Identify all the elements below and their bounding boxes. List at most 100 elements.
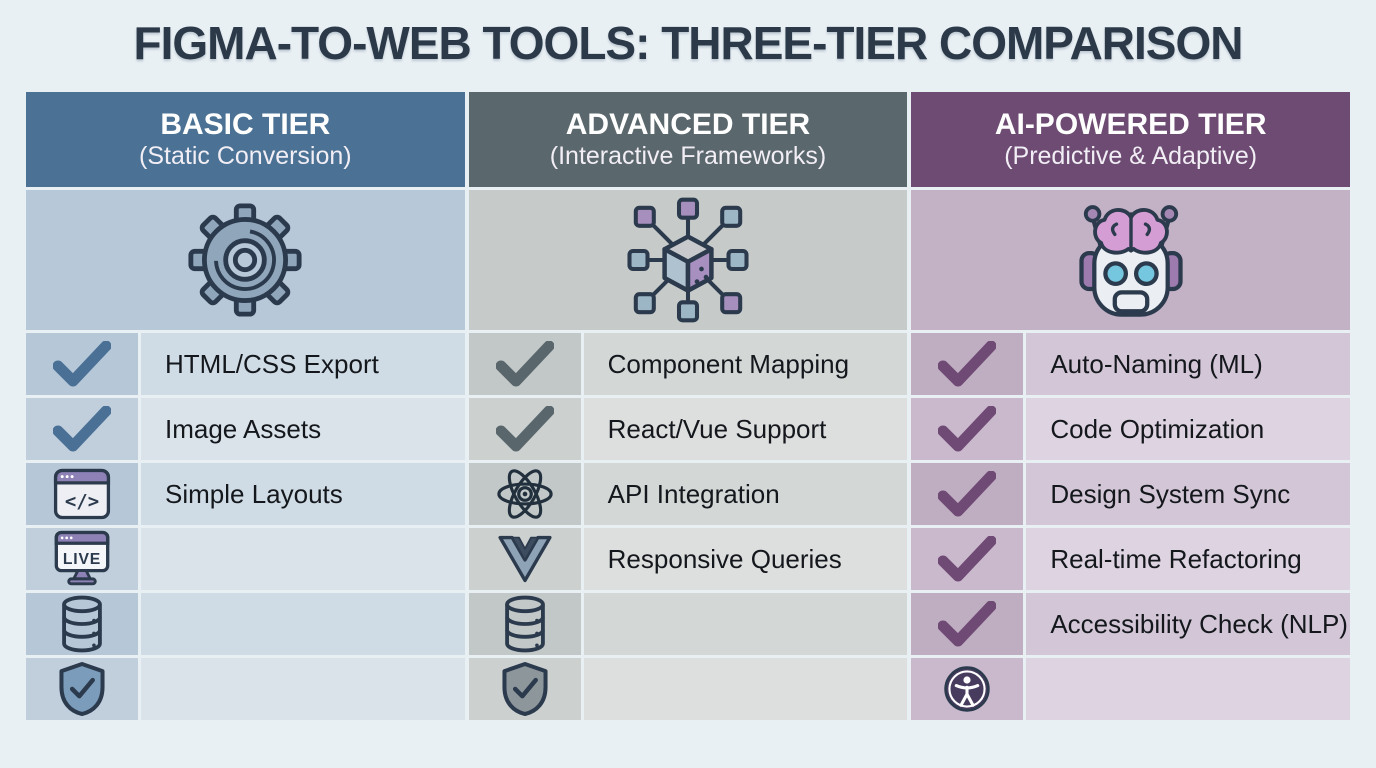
check-icon <box>938 406 997 452</box>
feature-icon-cell <box>26 333 138 395</box>
feature-icon-cell <box>26 593 138 655</box>
check-icon <box>938 471 997 517</box>
feature-icon-cell <box>911 398 1024 460</box>
feature-label-cell: Image Assets <box>141 398 465 460</box>
tier-icon-row-ai-powered <box>911 190 1350 330</box>
feature-row: React/Vue Support <box>468 398 908 460</box>
feature-row: Code Optimization <box>911 398 1350 460</box>
tier-header-ai-powered: AI-POWERED TIER(Predictive & Adaptive) <box>911 92 1350 187</box>
feature-row: HTML/CSS Export <box>26 333 465 395</box>
feature-row: Design System Sync <box>911 463 1350 525</box>
tier-subtitle: (Interactive Frameworks) <box>549 142 827 171</box>
robot-brain-icon <box>1067 199 1195 321</box>
react-icon <box>495 467 555 521</box>
tier-subtitle: (Predictive & Adaptive) <box>1004 142 1258 171</box>
feature-label-cell <box>141 658 465 720</box>
feature-label-cell <box>141 593 465 655</box>
feature-row: Component Mapping <box>468 333 908 395</box>
feature-label: React/Vue Support <box>607 413 827 444</box>
feature-label-cell: Auto-Naming (ML) <box>1026 333 1350 395</box>
feature-label-cell: React/Vue Support <box>583 398 908 460</box>
feature-row: Responsive Queries <box>468 528 908 590</box>
feature-label: Accessibility Check (NLP) <box>1050 608 1348 639</box>
tier-header-advanced: ADVANCED TIER(Interactive Frameworks) <box>468 92 908 187</box>
feature-icon-cell <box>468 333 581 395</box>
feature-label-cell: Component Mapping <box>583 333 908 395</box>
check-icon <box>53 406 111 452</box>
tier-icon-row-basic <box>26 190 465 330</box>
feature-label: Design System Sync <box>1050 478 1291 509</box>
feature-row <box>468 593 908 655</box>
feature-row: Image Assets <box>26 398 465 460</box>
check-icon <box>53 341 111 387</box>
feature-label: Responsive Queries <box>607 543 842 574</box>
feature-label: Image Assets <box>165 413 322 444</box>
feature-icon-cell <box>911 333 1024 395</box>
live-monitor-icon: LIVE <box>52 530 112 588</box>
feature-icon-cell <box>468 593 581 655</box>
feature-icon-cell <box>468 398 581 460</box>
check-icon <box>938 536 997 582</box>
tier-title: AI-POWERED TIER <box>994 107 1267 141</box>
tier-title: ADVANCED TIER <box>565 107 811 141</box>
vue-icon <box>497 535 553 583</box>
feature-label-cell <box>141 528 465 590</box>
feature-label: Auto-Naming (ML) <box>1050 348 1263 379</box>
feature-label: Simple Layouts <box>165 478 343 509</box>
shield-check-icon <box>57 661 107 717</box>
feature-label-cell: Simple Layouts <box>141 463 465 525</box>
feature-icon-cell <box>911 658 1024 720</box>
feature-icon-cell: LIVE <box>26 528 138 590</box>
feature-icon-cell <box>26 398 138 460</box>
feature-icon-cell <box>468 463 581 525</box>
feature-icon-cell <box>26 658 138 720</box>
feature-label-cell: Code Optimization <box>1026 398 1350 460</box>
tier-column-advanced: ADVANCED TIER(Interactive Frameworks) Co… <box>468 92 908 720</box>
feature-label: Code Optimization <box>1050 413 1265 444</box>
check-icon <box>495 406 554 452</box>
feature-label-cell: Accessibility Check (NLP) <box>1026 593 1350 655</box>
feature-row: Accessibility Check (NLP) <box>911 593 1350 655</box>
database-icon <box>499 595 551 653</box>
tier-column-basic: BASIC TIER(Static Conversion) HTML/CSS E… <box>26 92 465 720</box>
feature-label: API Integration <box>607 478 780 509</box>
feature-icon-cell <box>468 528 581 590</box>
feature-label-cell: HTML/CSS Export <box>141 333 465 395</box>
feature-label-cell: Design System Sync <box>1026 463 1350 525</box>
accessibility-icon <box>943 665 991 713</box>
code-window-icon: </> <box>53 468 111 520</box>
cube-network-icon <box>625 197 751 323</box>
svg-text:LIVE: LIVE <box>63 551 101 568</box>
feature-label-cell: API Integration <box>583 463 908 525</box>
feature-icon-cell: </> <box>26 463 138 525</box>
feature-row: Auto-Naming (ML) <box>911 333 1350 395</box>
feature-icon-cell <box>911 463 1024 525</box>
feature-row: API Integration <box>468 463 908 525</box>
feature-icon-cell <box>911 528 1024 590</box>
tier-icon-row-advanced <box>468 190 908 330</box>
feature-label-cell: Real-time Refactoring <box>1026 528 1350 590</box>
database-icon <box>56 595 108 653</box>
feature-label: HTML/CSS Export <box>165 348 379 379</box>
check-icon <box>938 601 997 647</box>
feature-label-cell: Responsive Queries <box>583 528 908 590</box>
feature-icon-cell <box>468 658 581 720</box>
feature-label-cell <box>583 658 908 720</box>
feature-row: Real-time Refactoring <box>911 528 1350 590</box>
tier-title: BASIC TIER <box>160 107 331 141</box>
feature-row: </> Simple Layouts <box>26 463 465 525</box>
feature-label: Component Mapping <box>607 348 850 379</box>
feature-label-cell <box>1026 658 1350 720</box>
feature-row: LIVE <box>26 528 465 590</box>
check-icon <box>495 341 554 387</box>
feature-label: Real-time Refactoring <box>1050 543 1302 574</box>
tier-header-basic: BASIC TIER(Static Conversion) <box>26 92 465 187</box>
tier-column-ai-powered: AI-POWERED TIER(Predictive & Adaptive) A… <box>911 92 1350 720</box>
gear-icon <box>187 202 303 318</box>
feature-row <box>911 658 1350 720</box>
feature-icon-cell <box>911 593 1024 655</box>
tier-subtitle: (Static Conversion) <box>139 142 352 171</box>
shield-check-icon <box>500 661 550 717</box>
comparison-table: BASIC TIER(Static Conversion) HTML/CSS E… <box>26 92 1350 720</box>
feature-row <box>26 593 465 655</box>
